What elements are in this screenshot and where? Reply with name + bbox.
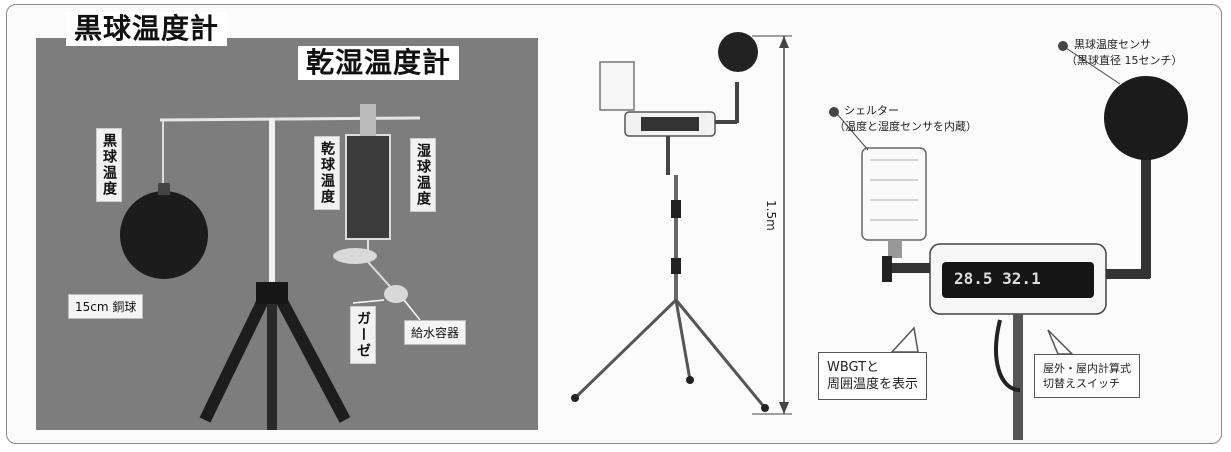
callout-display-line2: 周囲温度を表示 xyxy=(827,377,919,392)
label-dry-bulb-temperature: 乾球温度 xyxy=(314,136,340,210)
callout-shelter-title: シェルター xyxy=(844,104,899,117)
label-black-globe-temperature: 黒球温度 xyxy=(96,128,122,202)
middle-tripod-illustration xyxy=(571,32,792,415)
label-water-container: 給水容器 xyxy=(404,320,467,345)
label-height-dimension: 1.5m xyxy=(764,200,778,231)
label-wet-bulb-temperature: 湿球温度 xyxy=(410,138,436,212)
label-gauze: ガーゼ xyxy=(350,306,376,364)
callout-switch-description: 屋外・屋内計算式 切替えスイッチ xyxy=(1034,354,1140,398)
callout-switch-line1: 屋外・屋内計算式 xyxy=(1043,362,1131,375)
callout-globe-sensor-title: 黒球温度センサ xyxy=(1074,38,1151,51)
photo-panel-instruments xyxy=(36,38,538,430)
callout-switch-line2: 切替えスイッチ xyxy=(1043,377,1120,390)
callout-display-description: WBGTと 周囲温度を表示 xyxy=(818,352,928,400)
callout-globe-sensor-detail: （黒球直径 15センチ） xyxy=(1066,54,1183,67)
display-readout: 28.5 32.1 xyxy=(954,269,1041,288)
label-globe-diameter: 15cm 銅球 xyxy=(68,294,144,319)
title-black-globe-thermometer: 黒球温度計 xyxy=(66,12,228,46)
left-tripod-illustration xyxy=(120,104,421,430)
title-psychrometer: 乾湿温度計 xyxy=(298,46,460,80)
callout-shelter-detail: （温度と湿度センサを内蔵） xyxy=(834,120,977,133)
callout-display-line1: WBGTと xyxy=(827,360,880,375)
right-device-illustration xyxy=(829,41,1188,440)
